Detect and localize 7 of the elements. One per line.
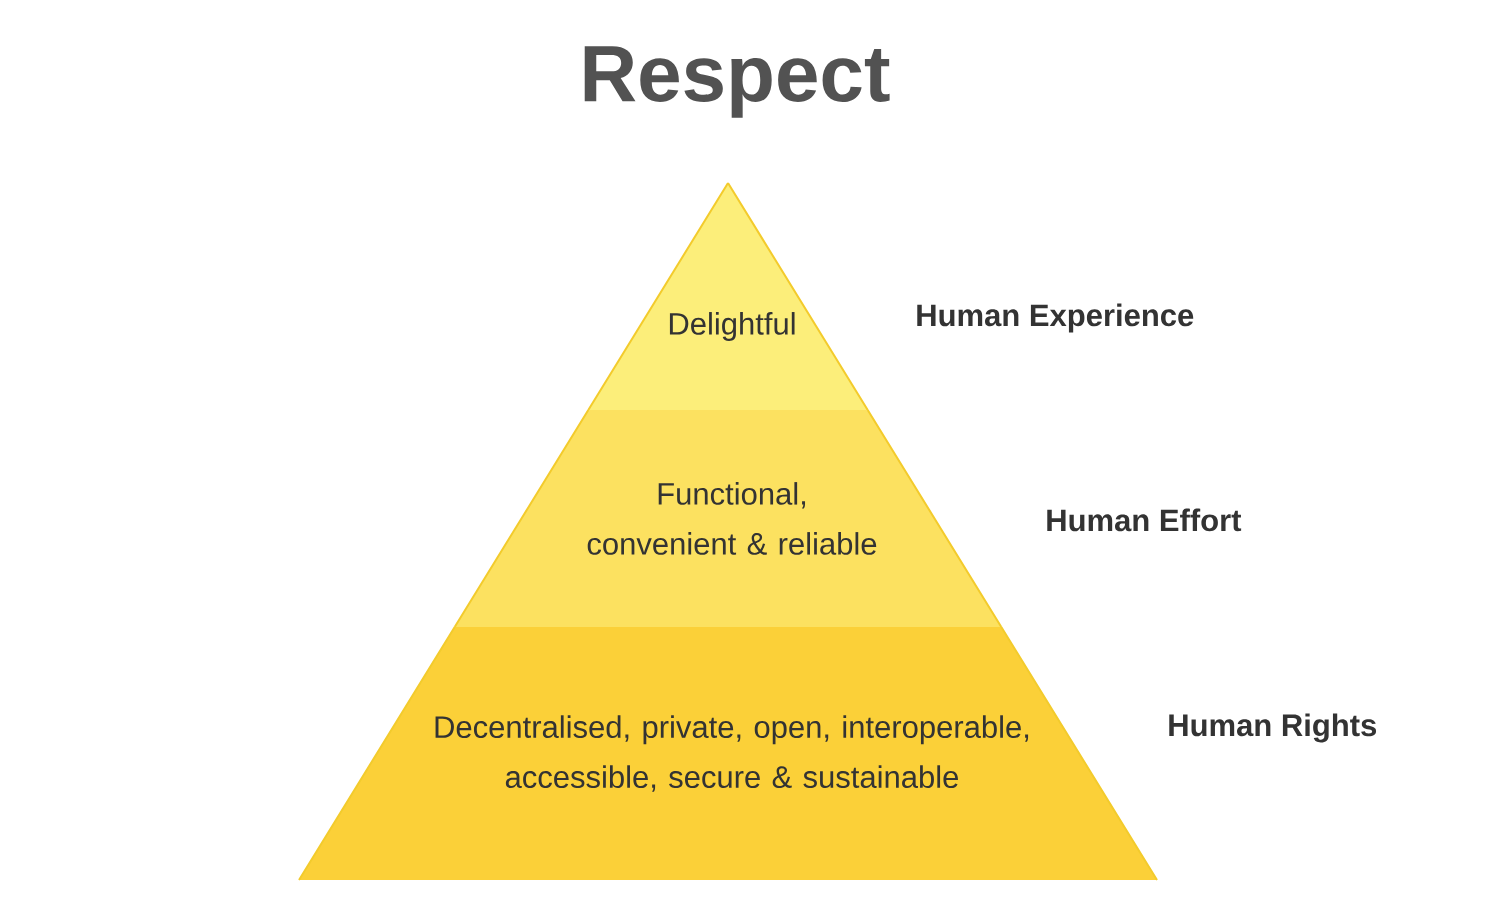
pyramid-level: Functional, convenient & reliable [453, 409, 1003, 628]
level-label: Human Rights [1169, 713, 1377, 743]
pyramid-level: Decentralised, private, open, interoperable, accessible, secure & sustainable [298, 626, 1158, 881]
level-label: Human Experience [917, 303, 1194, 333]
pyramid-level: Delightful [587, 182, 869, 411]
title: Respect [584, 46, 890, 118]
level-label: Human Effort [1047, 508, 1242, 532]
